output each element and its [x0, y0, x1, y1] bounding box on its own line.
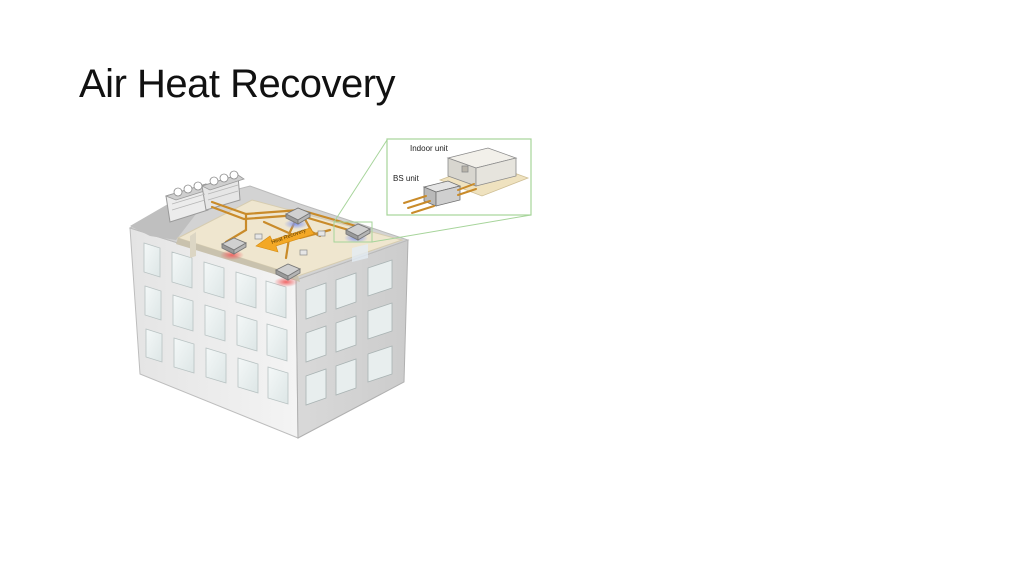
callout-panel: Indoor unit BS unit	[386, 138, 532, 216]
indoor-unit-box	[446, 147, 518, 187]
indoor-units	[220, 207, 372, 287]
indoor-unit-label: Indoor unit	[410, 144, 449, 153]
building: Heat Recovery	[128, 170, 410, 439]
callout-pipes	[403, 183, 477, 214]
slide-title: Air Heat Recovery	[79, 62, 396, 106]
bs-unit-label: BS unit	[393, 174, 420, 183]
callout-connector	[333, 139, 532, 243]
left-facade-windows	[143, 242, 289, 405]
right-facade-windows	[305, 259, 393, 406]
